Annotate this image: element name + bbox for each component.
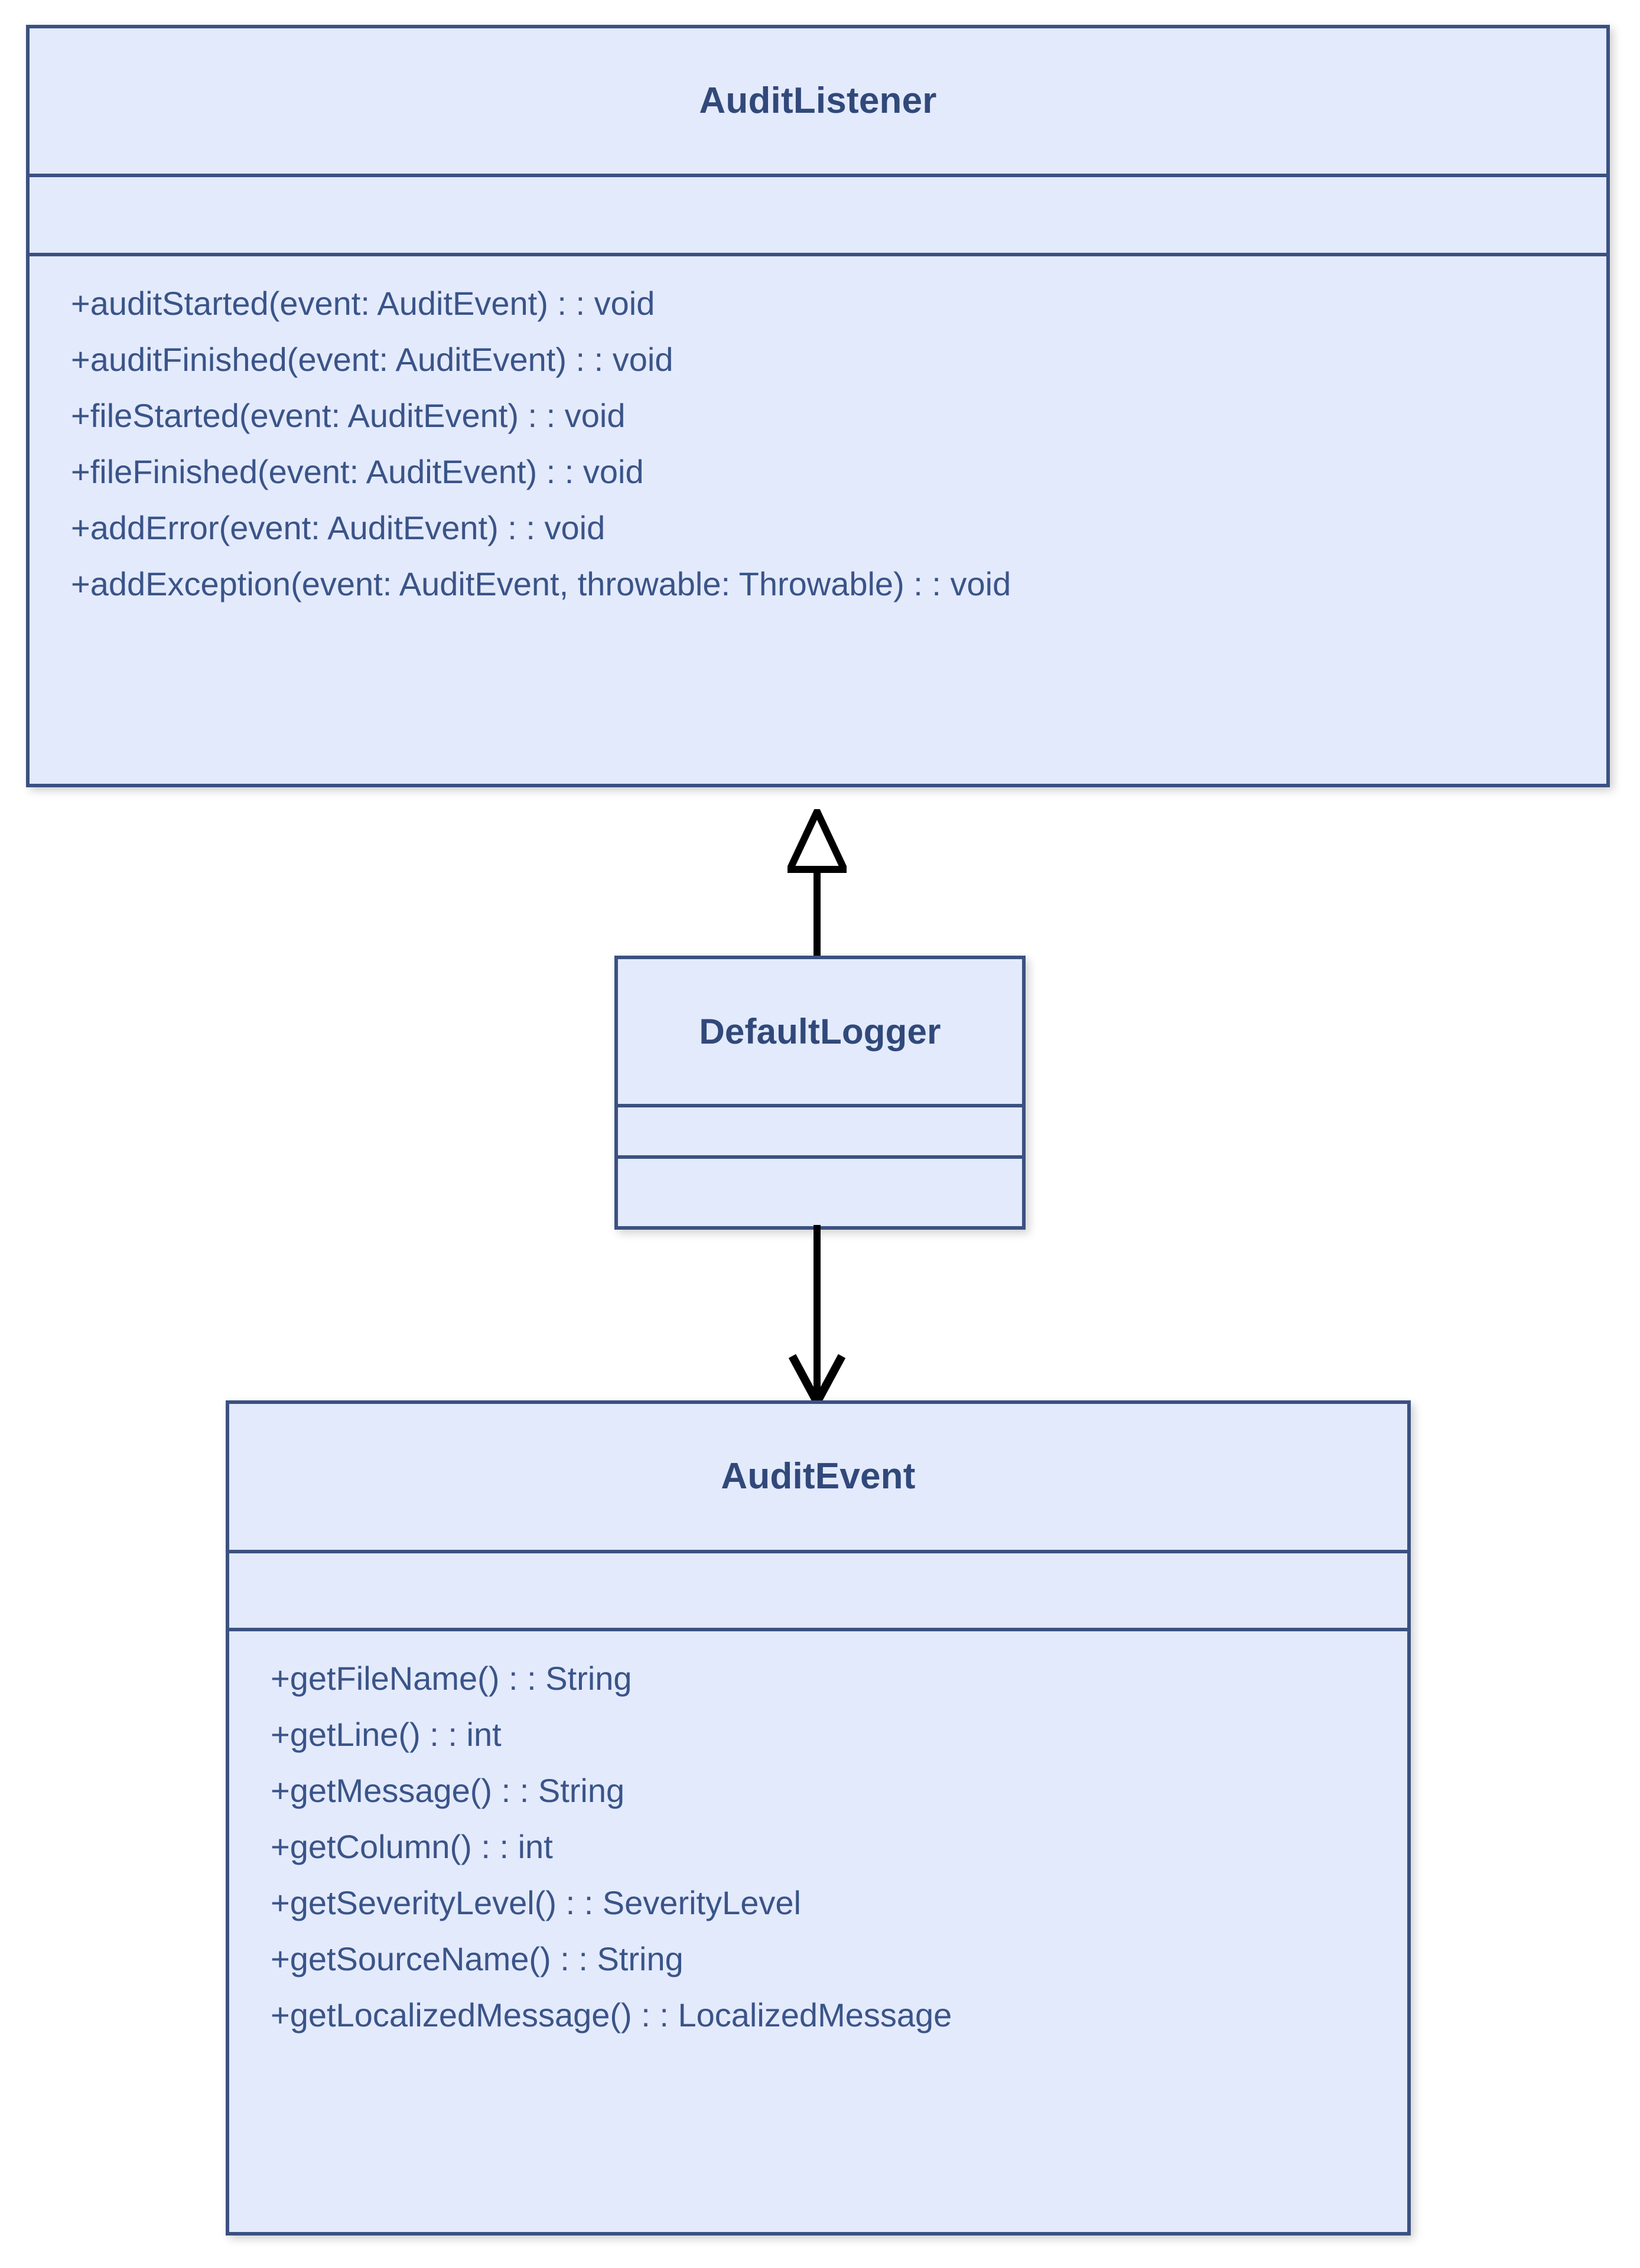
connector-dependency-defaultlogger-to-auditevent — [788, 1225, 847, 1406]
class-methods-defaultlogger — [618, 1159, 1022, 1223]
class-method: +addError(event: AuditEvent) : : void — [71, 509, 606, 546]
class-attributes-auditlistener — [30, 177, 1606, 256]
class-name-defaultlogger: DefaultLogger — [699, 1011, 941, 1051]
class-methods-auditlistener: +auditStarted(event: AuditEvent) : : voi… — [30, 256, 1606, 636]
class-attributes-defaultlogger — [618, 1107, 1022, 1159]
class-methods-auditevent: +getFileName() : : String +getLine() : :… — [229, 1631, 1407, 2067]
uml-class-defaultlogger[interactable]: DefaultLogger — [614, 956, 1026, 1230]
class-method: +getColumn() : : int — [271, 1828, 553, 1865]
class-method: +auditFinished(event: AuditEvent) : : vo… — [71, 341, 673, 378]
uml-class-auditevent[interactable]: AuditEvent +getFileName() : : String +ge… — [226, 1400, 1411, 2236]
class-method: +auditStarted(event: AuditEvent) : : voi… — [71, 285, 655, 322]
class-method: +getMessage() : : String — [271, 1772, 625, 1809]
class-attributes-auditevent — [229, 1553, 1407, 1631]
class-name-auditevent: AuditEvent — [721, 1456, 916, 1497]
class-method: +addException(event: AuditEvent, throwab… — [71, 565, 1011, 602]
uml-class-auditlistener[interactable]: AuditListener +auditStarted(event: Audit… — [26, 25, 1610, 787]
class-header-auditevent: AuditEvent — [229, 1404, 1407, 1553]
class-method: +getSeverityLevel() : : SeverityLevel — [271, 1884, 801, 1921]
class-method: +getLocalizedMessage() : : LocalizedMess… — [271, 1996, 952, 2034]
connector-generalization-defaultlogger-to-auditlistener — [788, 809, 847, 960]
class-header-defaultlogger: DefaultLogger — [618, 959, 1022, 1107]
class-method: +getFileName() : : String — [271, 1660, 632, 1697]
class-method: +getSourceName() : : String — [271, 1940, 684, 1977]
class-method: +getLine() : : int — [271, 1716, 502, 1753]
class-header-auditlistener: AuditListener — [30, 28, 1606, 177]
class-method: +fileFinished(event: AuditEvent) : : voi… — [71, 453, 644, 490]
class-method: +fileStarted(event: AuditEvent) : : void — [71, 397, 626, 434]
class-name-auditlistener: AuditListener — [699, 80, 937, 121]
